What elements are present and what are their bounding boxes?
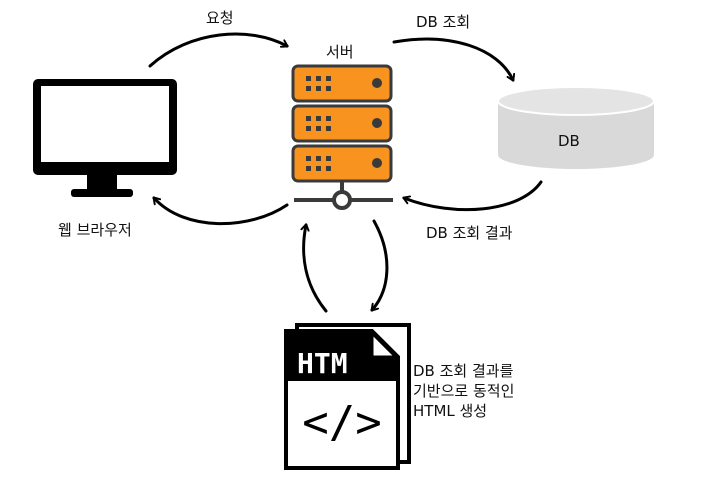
file-code-text: </> xyxy=(302,397,381,448)
html-generation-line-1: DB 조회 결과를 xyxy=(413,362,514,380)
html-file-icon: HTM </> xyxy=(284,323,411,470)
db-query-label: DB 조회 xyxy=(416,13,471,31)
db-query-arrow xyxy=(392,37,513,80)
request-arrow xyxy=(148,32,287,68)
html-generation-label: DB 조회 결과를 기반으로 동적인 HTML 생성 xyxy=(413,361,514,421)
db-result-arrow xyxy=(404,180,543,212)
request-label: 요청 xyxy=(206,9,234,27)
database-cylinder-icon xyxy=(497,86,655,169)
from-html-arrow xyxy=(304,225,328,313)
server-rack-icon xyxy=(291,64,393,210)
html-generation-line-2: 기반으로 동적인 xyxy=(413,382,515,400)
monitor-icon xyxy=(33,79,177,197)
html-generation-line-3: HTML 생성 xyxy=(413,402,488,420)
file-header-text: HTM xyxy=(297,347,348,380)
response-arrow xyxy=(152,198,289,226)
browser-label: 웹 브라우저 xyxy=(58,221,132,239)
server-label: 서버 xyxy=(326,43,354,61)
db-label: DB xyxy=(558,132,580,150)
to-html-arrow xyxy=(370,219,389,310)
db-result-label: DB 조회 결과 xyxy=(426,224,513,242)
